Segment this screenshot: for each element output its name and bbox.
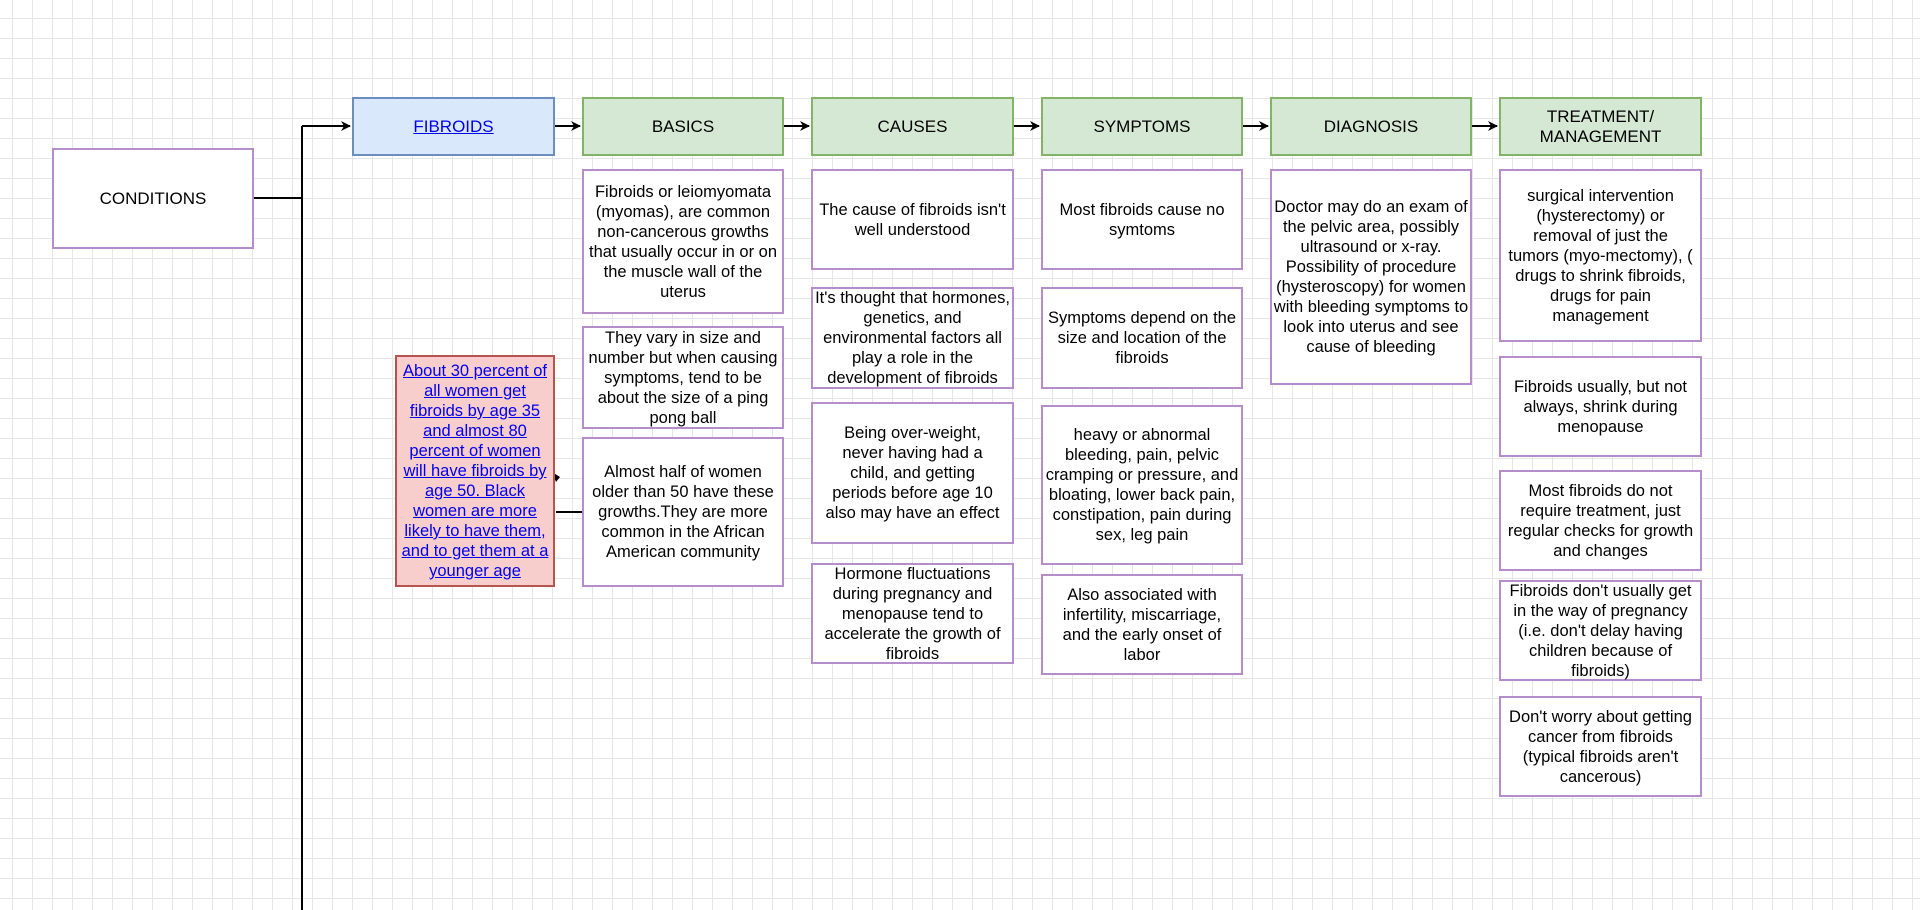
causes-card-3[interactable]: Being over-weight, never having had a ch… xyxy=(811,402,1014,544)
symptoms-card-1-text: Most fibroids cause no symtoms xyxy=(1059,200,1225,239)
basics-card-1-text: Fibroids or leiomyomata (myomas), are co… xyxy=(588,182,778,301)
conditions-label: CONDITIONS xyxy=(99,188,207,208)
header-treatment[interactable]: TREATMENT/ MANAGEMENT xyxy=(1499,97,1702,156)
basics-card-2-text: They vary in size and number but when ca… xyxy=(588,328,778,427)
header-treatment-label: TREATMENT/ MANAGEMENT xyxy=(1539,106,1662,146)
fibroids-link[interactable]: FIBROIDS xyxy=(413,116,494,136)
treatment-card-5-text: Don't worry about getting cancer from fi… xyxy=(1509,707,1692,786)
treatment-card-4-text: Fibroids don't usually get in the way of… xyxy=(1509,581,1692,680)
fibroids-node[interactable]: FIBROIDS xyxy=(352,97,555,156)
basics-card-1[interactable]: Fibroids or leiomyomata (myomas), are co… xyxy=(582,169,784,314)
header-causes[interactable]: CAUSES xyxy=(811,97,1014,156)
stat-note-link[interactable]: About 30 percent of all women get fibroi… xyxy=(401,362,549,580)
causes-card-3-text: Being over-weight, never having had a ch… xyxy=(825,424,1000,522)
symptoms-card-4[interactable]: Also associated with infertility, miscar… xyxy=(1041,574,1243,675)
treatment-card-3-text: Most fibroids do not require treatment, … xyxy=(1507,481,1694,560)
header-diagnosis[interactable]: DIAGNOSIS xyxy=(1270,97,1472,156)
causes-card-1[interactable]: The cause of fibroids isn't well underst… xyxy=(811,169,1014,270)
basics-card-2[interactable]: They vary in size and number but when ca… xyxy=(582,326,784,429)
conditions-node[interactable]: CONDITIONS xyxy=(52,148,254,249)
treatment-card-1[interactable]: surgical intervention (hysterectomy) or … xyxy=(1499,169,1702,342)
header-symptoms-label: SYMPTOMS xyxy=(1093,116,1191,136)
causes-card-4-text: Hormone fluctuations during pregnancy an… xyxy=(824,564,1001,663)
header-diagnosis-label: DIAGNOSIS xyxy=(1323,116,1419,136)
symptoms-card-1[interactable]: Most fibroids cause no symtoms xyxy=(1041,169,1243,270)
symptoms-card-3[interactable]: heavy or abnormal bleeding, pain, pelvic… xyxy=(1041,405,1243,565)
symptoms-card-2-text: Symptoms depend on the size and location… xyxy=(1047,309,1237,367)
basics-card-3-text: Almost half of women older than 50 have … xyxy=(592,463,774,561)
diagnosis-card-1-text: Doctor may do an exam of the pelvic area… xyxy=(1273,198,1469,356)
causes-card-2-text: It's thought that hormones, genetics, an… xyxy=(815,289,1010,387)
header-basics-label: BASICS xyxy=(651,116,715,136)
header-basics[interactable]: BASICS xyxy=(582,97,784,156)
basics-card-3[interactable]: Almost half of women older than 50 have … xyxy=(582,437,784,587)
treatment-card-2[interactable]: Fibroids usually, but not always, shrink… xyxy=(1499,356,1702,457)
symptoms-card-4-text: Also associated with infertility, miscar… xyxy=(1062,585,1222,664)
treatment-card-5[interactable]: Don't worry about getting cancer from fi… xyxy=(1499,696,1702,797)
treatment-card-3[interactable]: Most fibroids do not require treatment, … xyxy=(1499,470,1702,571)
diagnosis-card-1[interactable]: Doctor may do an exam of the pelvic area… xyxy=(1270,169,1472,385)
header-symptoms[interactable]: SYMPTOMS xyxy=(1041,97,1243,156)
causes-card-1-text: The cause of fibroids isn't well underst… xyxy=(819,200,1006,239)
causes-card-4[interactable]: Hormone fluctuations during pregnancy an… xyxy=(811,563,1014,664)
symptoms-card-3-text: heavy or abnormal bleeding, pain, pelvic… xyxy=(1045,426,1239,544)
treatment-card-2-text: Fibroids usually, but not always, shrink… xyxy=(1513,377,1688,436)
treatment-card-4[interactable]: Fibroids don't usually get in the way of… xyxy=(1499,580,1702,681)
stat-note-node[interactable]: About 30 percent of all women get fibroi… xyxy=(395,355,555,587)
header-causes-label: CAUSES xyxy=(877,116,948,136)
symptoms-card-2[interactable]: Symptoms depend on the size and location… xyxy=(1041,287,1243,389)
treatment-card-1-text: surgical intervention (hysterectomy) or … xyxy=(1508,186,1693,325)
causes-card-2[interactable]: It's thought that hormones, genetics, an… xyxy=(811,287,1014,389)
